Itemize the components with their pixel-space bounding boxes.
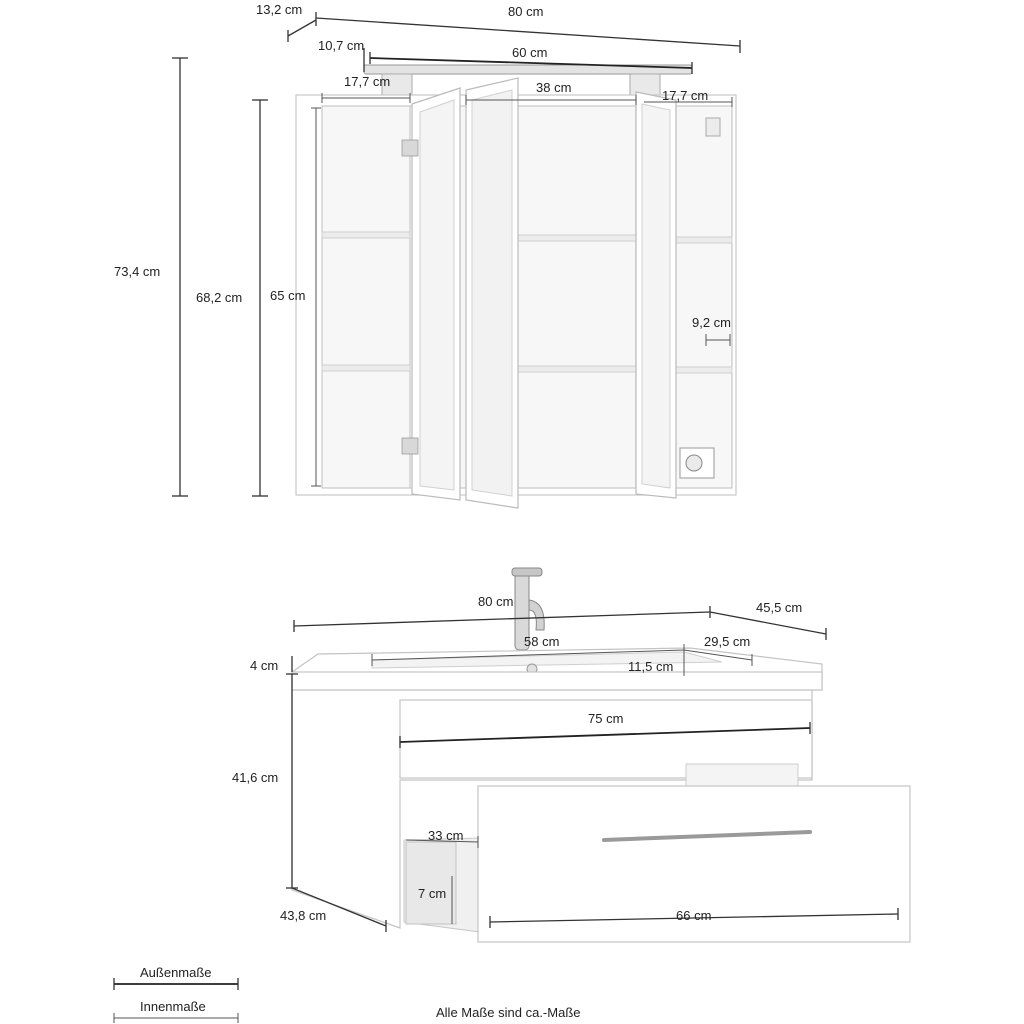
- shelf: [321, 364, 411, 372]
- label-body-depth: 43,8 cm: [280, 908, 326, 923]
- label-left-compartment: 17,7 cm: [344, 74, 390, 89]
- hinge: [401, 139, 419, 157]
- mirror-cabinet: 80 cm 13,2 cm 10,7 cm 60 cm 17,7 cm 38 c…: [114, 2, 741, 509]
- dim-line-basin-depth: [683, 649, 753, 661]
- switch-icon: [705, 117, 721, 137]
- dim-line-drawer-width: [489, 913, 899, 923]
- label-lamp-depth: 10,7 cm: [318, 38, 364, 53]
- hinge: [401, 437, 419, 455]
- lamp-bracket-left: [381, 73, 413, 99]
- drawer-inner: [405, 841, 457, 925]
- vanity-unit: 80 cm 45,5 cm 58 cm 29,5 cm 11,5 cm 4 cm…: [232, 567, 911, 943]
- dim-line-vanity-width: [293, 611, 711, 627]
- dim-line-drawer-inner-width: [399, 727, 811, 743]
- faucet-lever: [511, 567, 543, 577]
- shelf: [321, 231, 411, 239]
- label-vanity-depth: 45,5 cm: [756, 600, 802, 615]
- basin-front: [291, 671, 823, 691]
- dim-line-body-depth: [291, 887, 387, 927]
- legend: Außenmaße Innenmaße: [113, 965, 239, 1023]
- label-body-height: 68,2 cm: [196, 290, 242, 305]
- label-basin-width: 58 cm: [524, 634, 559, 649]
- label-basin-depth: 29,5 cm: [704, 634, 750, 649]
- dim-line-drawer-side-depth: [405, 839, 479, 843]
- label-drawer-side-depth: 33 cm: [428, 828, 463, 843]
- socket-icon: [685, 454, 703, 472]
- label-inner-height: 65 cm: [270, 288, 305, 303]
- dim-line-basin-width: [371, 649, 685, 661]
- legend-inner-label: Innenmaße: [140, 999, 206, 1014]
- label-drawer-inner-width: 75 cm: [588, 711, 623, 726]
- label-right-compartment: 17,7 cm: [662, 88, 708, 103]
- label-lamp-width: 60 cm: [512, 45, 547, 60]
- label-drawer-width: 66 cm: [676, 908, 711, 923]
- label-total-height: 73,4 cm: [114, 264, 160, 279]
- dim-line-vanity-depth: [709, 611, 827, 635]
- mirror-middle: [471, 89, 513, 497]
- dim-line-lamp-width: [369, 57, 693, 69]
- legend-outer-label: Außenmaße: [140, 965, 212, 980]
- label-cabinet-depth: 13,2 cm: [256, 2, 302, 17]
- label-tap-offset: 11,5 cm: [628, 659, 673, 674]
- mirror-right: [641, 103, 671, 489]
- dim-line-cabinet-depth: [287, 19, 317, 37]
- label-body-height: 41,6 cm: [232, 770, 278, 785]
- label-vanity-width: 80 cm: [478, 594, 513, 609]
- mirror-left: [419, 99, 455, 491]
- label-middle-compartment: 38 cm: [536, 80, 571, 95]
- dim-line-cabinet-width: [315, 17, 741, 47]
- drawer-handle: [602, 830, 812, 842]
- footnote: Alle Maße sind ca.-Maße: [436, 1005, 581, 1020]
- label-shelf-gap: 9,2 cm: [692, 315, 731, 330]
- drawer-front: [477, 785, 911, 943]
- label-drawer-side-height: 7 cm: [418, 886, 446, 901]
- faucet-spout: [528, 599, 545, 631]
- label-cabinet-width: 80 cm: [508, 4, 543, 19]
- label-top-height: 4 cm: [250, 658, 278, 673]
